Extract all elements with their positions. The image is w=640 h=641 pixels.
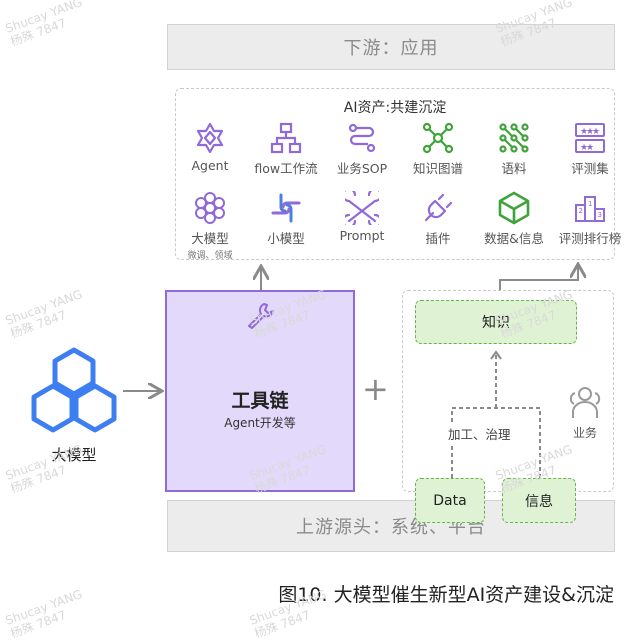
asset-label: Prompt bbox=[339, 228, 385, 243]
downstream-bar: 下游：应用 bbox=[167, 24, 615, 70]
figure-caption: 图10. 大模型催生新型AI资产建设&沉淀 bbox=[278, 584, 614, 606]
asset-label: 语料 bbox=[501, 161, 527, 176]
process-connector bbox=[451, 354, 541, 478]
svg-text:1: 1 bbox=[588, 200, 592, 208]
asset-prompt: Prompt bbox=[324, 191, 400, 243]
ai-assets-title: AI资产:共建沉淀 bbox=[343, 100, 447, 116]
asset-sop: 业务SOP bbox=[324, 121, 400, 177]
asset-label: 数据&信息 bbox=[484, 231, 544, 246]
asset-flow: flow工作流 bbox=[248, 121, 324, 177]
toolchain-subtitle: Agent开发等 bbox=[224, 416, 296, 430]
knowledge-label: 知识 bbox=[482, 315, 510, 331]
business-label: 业务 bbox=[572, 426, 597, 440]
asset-eval-set: ★★★ ★★ 评测集 bbox=[552, 121, 628, 177]
asset-label: 评测排行榜 bbox=[558, 231, 622, 246]
graph-icon bbox=[422, 122, 454, 154]
info-box: 信息 bbox=[502, 478, 576, 523]
agent-icon bbox=[196, 122, 224, 154]
people-icon bbox=[569, 387, 601, 418]
asset-label: Agent bbox=[191, 158, 229, 173]
corpus-icon bbox=[499, 123, 529, 153]
svg-text:★: ★ bbox=[580, 127, 588, 137]
asset-plugin: 插件 bbox=[400, 191, 476, 247]
svg-text:★: ★ bbox=[592, 127, 600, 137]
asset-label: flow工作流 bbox=[254, 161, 318, 176]
process-label: 加工、治理 bbox=[446, 424, 513, 443]
info-label: 信息 bbox=[525, 493, 553, 510]
podium-icon: 12 3 bbox=[575, 196, 605, 222]
toolchain-box: 工具链 Agent开发等 bbox=[165, 290, 355, 492]
svg-text:★: ★ bbox=[580, 143, 588, 153]
knot-icon bbox=[271, 193, 301, 223]
svg-text:3: 3 bbox=[598, 211, 602, 219]
plus-sign: + bbox=[362, 370, 389, 408]
asset-label: 大模型 bbox=[191, 231, 229, 246]
svg-text:★: ★ bbox=[586, 127, 594, 137]
arrow-right-to-assets bbox=[499, 266, 578, 290]
asset-sublabel: 微调、领域 bbox=[187, 251, 233, 261]
data-box: Data bbox=[415, 478, 485, 523]
asset-corpus: 语料 bbox=[476, 121, 552, 177]
asset-label: 评测集 bbox=[571, 161, 609, 176]
svg-text:2: 2 bbox=[579, 207, 583, 215]
asset-knowledge-graph: 知识图谱 bbox=[400, 121, 476, 177]
asset-label: 插件 bbox=[425, 231, 451, 246]
asset-agent: Agent bbox=[172, 121, 248, 173]
asset-label: 知识图谱 bbox=[412, 161, 463, 176]
flowchart-icon bbox=[270, 122, 302, 154]
asset-label: 业务SOP bbox=[336, 161, 388, 176]
svg-text:★: ★ bbox=[586, 143, 594, 153]
stars-icon: ★★★ ★★ bbox=[575, 123, 605, 153]
ai-assets-panel: AI资产:共建沉淀 Agent flow工作流 bbox=[172, 88, 621, 261]
asset-small-model: 小模型 bbox=[248, 191, 324, 247]
arrow-to-knowledge bbox=[490, 350, 502, 360]
cube-icon bbox=[498, 191, 530, 225]
knowledge-box: 知识 bbox=[415, 300, 577, 344]
prompt-icon bbox=[345, 191, 379, 225]
downstream-label: 下游：应用 bbox=[343, 38, 439, 59]
asset-label: 小模型 bbox=[267, 231, 305, 246]
plugin-icon bbox=[424, 193, 453, 222]
sop-icon bbox=[348, 123, 376, 153]
data-label: Data bbox=[433, 492, 467, 509]
llm-label: 大模型 bbox=[51, 446, 97, 464]
wrench-icon bbox=[248, 303, 274, 329]
asset-llm: 大模型 微调、领域 bbox=[172, 191, 248, 261]
flower-icon bbox=[195, 192, 225, 224]
hexagon-cluster-icon bbox=[31, 347, 117, 433]
toolchain-title: 工具链 bbox=[231, 390, 289, 412]
asset-data-info: 数据&信息 bbox=[476, 191, 552, 247]
